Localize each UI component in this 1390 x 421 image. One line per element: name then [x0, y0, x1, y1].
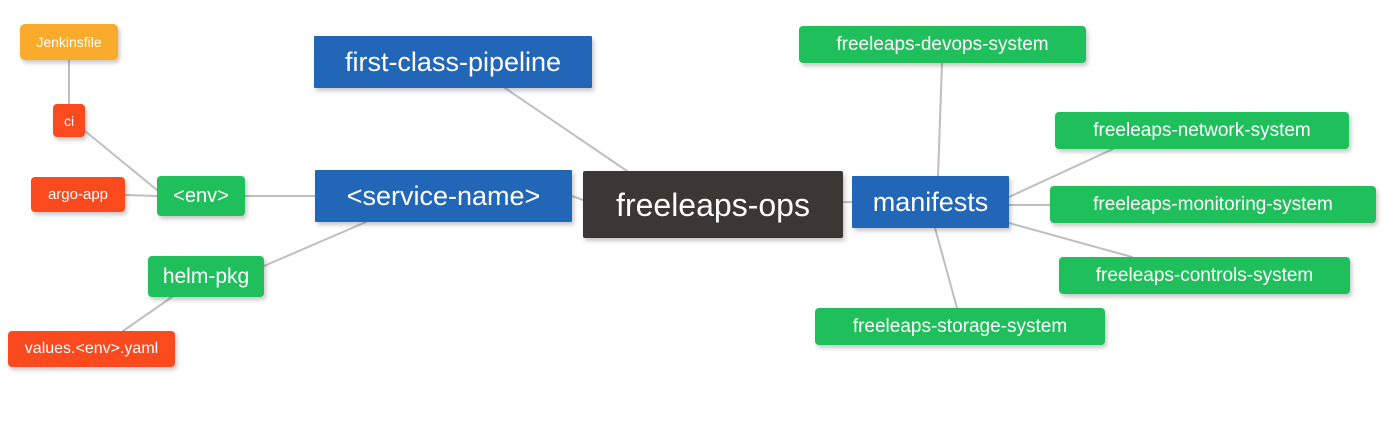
edge-service-name-to-freeleaps-ops: [571, 195, 584, 201]
node-first-class-pipeline[interactable]: first-class-pipeline: [314, 36, 592, 88]
node-label: first-class-pipeline: [344, 46, 562, 77]
edge-manifests-to-freeleaps-controls-system: [1008, 222, 1133, 258]
node-label: freeleaps-network-system: [1093, 120, 1311, 141]
node-label: helm-pkg: [162, 265, 250, 288]
node-label: ci: [63, 112, 75, 129]
node-freeleaps-monitoring-system[interactable]: freeleaps-monitoring-system: [1050, 186, 1376, 223]
node-freeleaps-ops[interactable]: freeleaps-ops: [583, 171, 843, 238]
node-label: freeleaps-monitoring-system: [1093, 194, 1333, 215]
edge-service-name-to-helm-pkg: [263, 221, 367, 267]
edge-first-class-pipeline-to-freeleaps-ops: [504, 87, 628, 172]
node-helm-pkg[interactable]: helm-pkg: [148, 256, 264, 297]
node-argo-app[interactable]: argo-app: [31, 177, 125, 212]
node-manifests[interactable]: manifests: [852, 176, 1009, 228]
node-label: <service-name>: [346, 180, 541, 211]
node-label: <env>: [173, 185, 229, 207]
node-label: freeleaps-storage-system: [852, 316, 1068, 337]
node-freeleaps-devops-system[interactable]: freeleaps-devops-system: [799, 26, 1086, 63]
node-freeleaps-controls-system[interactable]: freeleaps-controls-system: [1059, 257, 1350, 294]
edge-helm-pkg-to-values-yaml: [122, 296, 173, 332]
node-label: freeleaps-controls-system: [1095, 265, 1314, 286]
edge-argo-app-to-env: [124, 194, 158, 197]
node-service-name[interactable]: <service-name>: [315, 170, 572, 222]
node-label: values.<env>.yaml: [24, 340, 159, 357]
edge-manifests-to-freeleaps-devops-system: [937, 62, 943, 177]
node-freeleaps-network-system[interactable]: freeleaps-network-system: [1055, 112, 1349, 149]
node-values-yaml[interactable]: values.<env>.yaml: [8, 331, 175, 367]
node-ci[interactable]: ci: [53, 104, 85, 137]
node-label: freeleaps-ops: [616, 186, 810, 223]
node-env[interactable]: <env>: [157, 176, 245, 216]
node-label: Jenkinsfile: [36, 34, 102, 50]
node-label: freeleaps-devops-system: [836, 34, 1049, 55]
edge-manifests-to-freeleaps-storage-system: [934, 227, 958, 309]
node-freeleaps-storage-system[interactable]: freeleaps-storage-system: [815, 308, 1105, 345]
node-label: argo-app: [47, 186, 109, 203]
node-jenkinsfile[interactable]: Jenkinsfile: [20, 24, 118, 60]
node-label: manifests: [872, 186, 989, 217]
